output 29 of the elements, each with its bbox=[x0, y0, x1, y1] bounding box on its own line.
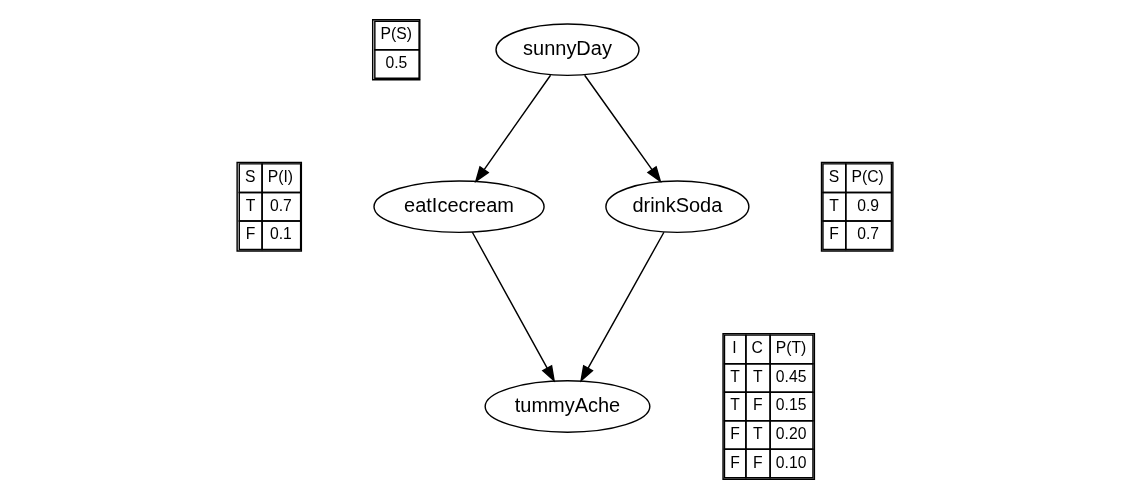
label: P(C) bbox=[851, 168, 884, 186]
label: 0.45 bbox=[775, 367, 807, 385]
label: F bbox=[730, 425, 740, 443]
label: C bbox=[751, 339, 763, 357]
label: P(I) bbox=[267, 168, 294, 186]
label: P(S) bbox=[380, 25, 412, 43]
label: T bbox=[730, 396, 740, 414]
label: F bbox=[753, 453, 763, 471]
label: T bbox=[730, 367, 740, 385]
label: T bbox=[753, 425, 763, 443]
label: F bbox=[829, 225, 839, 243]
label: S bbox=[828, 168, 840, 186]
label: 0.15 bbox=[775, 396, 807, 414]
label: 0.10 bbox=[775, 453, 807, 471]
label: 0.5 bbox=[385, 53, 408, 71]
label: 0.1 bbox=[269, 225, 292, 243]
label: F bbox=[730, 453, 740, 471]
label: 0.9 bbox=[857, 196, 880, 214]
label: F bbox=[245, 225, 256, 243]
label: 0.7 bbox=[857, 225, 880, 243]
label: T bbox=[245, 196, 256, 214]
label: S bbox=[244, 168, 256, 186]
label: 0.20 bbox=[775, 425, 807, 443]
label: I bbox=[732, 339, 737, 357]
label: T bbox=[829, 196, 839, 214]
label: 0.7 bbox=[269, 196, 292, 214]
label: T bbox=[753, 367, 763, 385]
label: F bbox=[753, 396, 763, 414]
label: P(T) bbox=[775, 339, 807, 357]
